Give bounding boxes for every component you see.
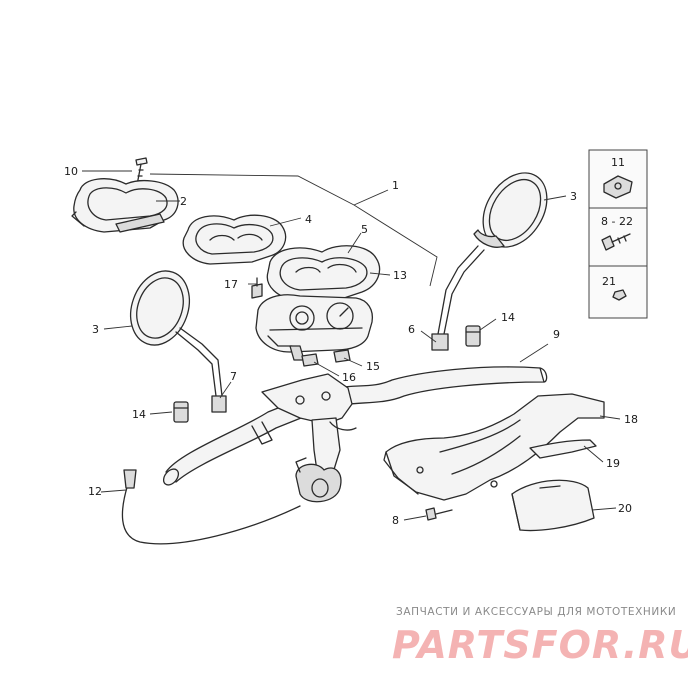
callout-19: 19 — [606, 457, 620, 470]
callout-7: 7 — [230, 370, 237, 383]
cable-part-12 — [121, 469, 301, 545]
callout-2: 2 — [180, 195, 187, 208]
screw-part-10 — [135, 157, 148, 186]
mirror-left-part-3 — [130, 270, 227, 413]
callout-1: 1 — [392, 179, 399, 192]
cover-part-18 — [383, 393, 605, 501]
callout-14-right: 14 — [501, 311, 515, 324]
callout-16: 16 — [342, 371, 356, 384]
screw-part-8-22 — [601, 235, 615, 251]
callout-21: 21 — [602, 275, 616, 288]
bracket-part-19 — [529, 439, 597, 459]
callout-14-left: 14 — [132, 408, 146, 421]
callout-18: 18 — [624, 413, 638, 426]
callout-8: 8 — [392, 514, 399, 527]
rubber-part-16 — [301, 353, 319, 367]
callout-8-22: 8 - 22 — [601, 215, 633, 228]
callout-17: 17 — [224, 278, 238, 291]
spacer-right-part-14 — [465, 325, 481, 347]
watermark-logo-text: PARTSFOR.RU — [392, 623, 688, 666]
mirror-right-part-3 — [431, 172, 548, 351]
callout-3-right: 3 — [570, 190, 577, 203]
cover-part-20 — [511, 479, 595, 532]
handlebar-part-9 — [162, 366, 548, 486]
steering-bracket — [261, 373, 357, 503]
callout-9: 9 — [553, 328, 560, 341]
callout-labels: 1 2 3 3 4 5 6 7 8 8 - 22 9 10 11 12 13 1… — [64, 156, 638, 527]
callout-11: 11 — [611, 156, 625, 169]
watermark-caption: ЗАПЧАСТИ И АКСЕССУАРЫ ДЛЯ МОТОТЕХНИКИ — [396, 606, 677, 618]
instrument-lens-part-2 — [71, 178, 179, 233]
callout-4: 4 — [305, 213, 312, 226]
screw-part-8 — [425, 507, 453, 521]
spacer-left-part-14 — [173, 401, 189, 423]
nut-part-21 — [612, 289, 627, 301]
callout-12: 12 — [88, 485, 102, 498]
watermark-logo: PARTSFOR.RU — [392, 623, 688, 666]
callout-3-left: 3 — [92, 323, 99, 336]
gasket-part-4 — [182, 214, 287, 265]
instrument-cluster — [255, 294, 374, 361]
callout-13: 13 — [393, 269, 407, 282]
leader-lines — [82, 170, 621, 521]
parts-box-group — [588, 149, 648, 319]
callout-6: 6 — [408, 323, 415, 336]
instrument-housing-part-5 — [266, 245, 381, 301]
callout-20: 20 — [618, 502, 632, 515]
rubber-part-15 — [333, 349, 351, 363]
callout-5: 5 — [361, 223, 368, 236]
callout-15: 15 — [366, 360, 380, 373]
callout-10: 10 — [64, 165, 78, 178]
bulb-holder-part-17 — [251, 277, 263, 299]
clip-nut-part-11 — [603, 175, 633, 199]
